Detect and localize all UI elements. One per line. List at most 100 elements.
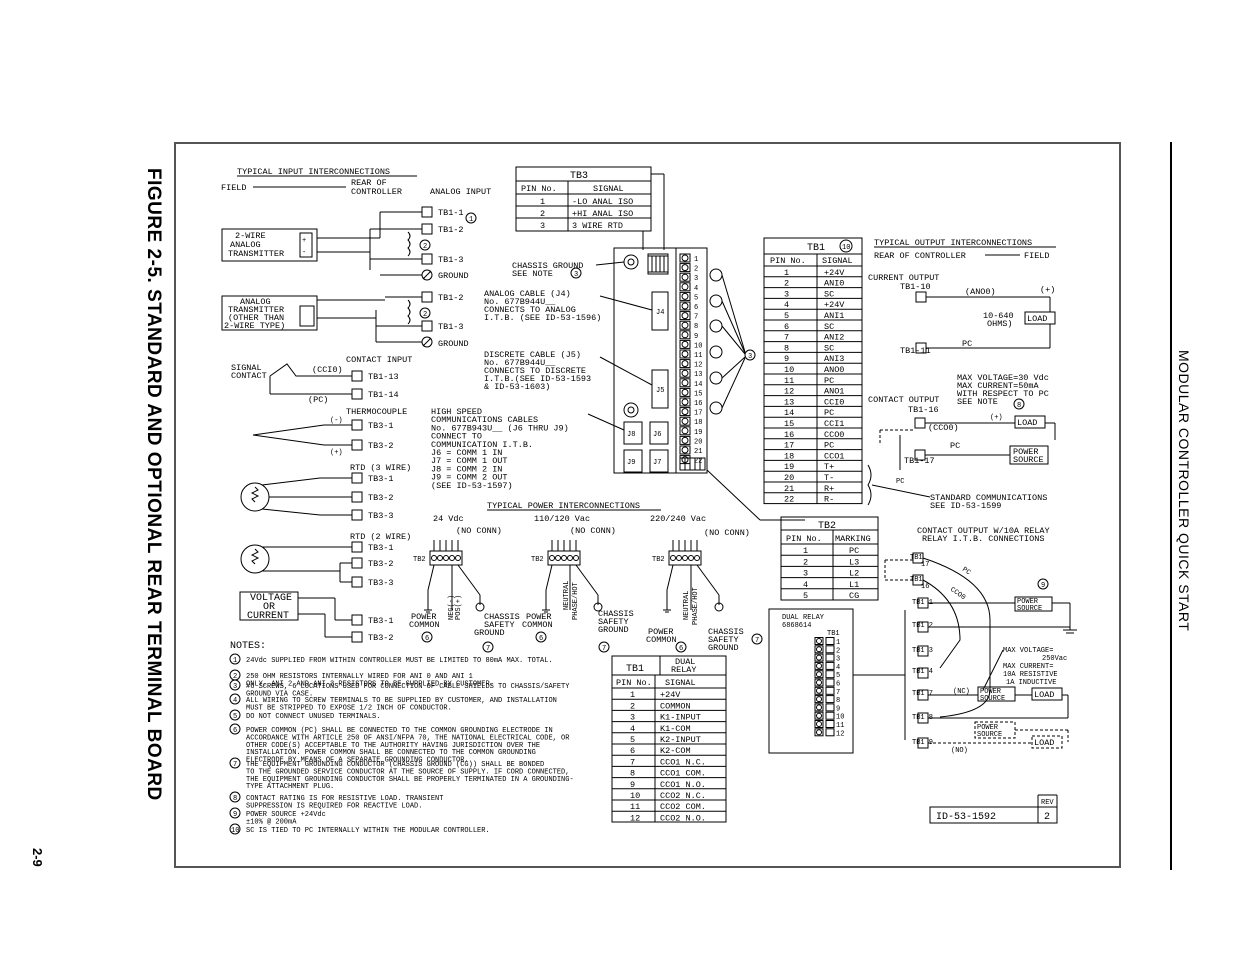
cs2-3: GROUND [598, 625, 629, 635]
tb3-cell: 1 [540, 197, 545, 207]
svg-text:1: 1 [469, 216, 473, 224]
cs1-2: SAFETY [484, 620, 515, 630]
output-heading: TYPICAL OUTPUT INTERCONNECTIONS [874, 238, 1032, 248]
term-b-tb1-3: TB1-3 [438, 322, 464, 332]
v24-label: 24 Vdc [433, 514, 464, 524]
relay-heading-1: CONTACT OUTPUT W/10A RELAY [917, 526, 1050, 536]
term-tc-1: TB3-1 [368, 421, 394, 431]
rear-label-1: REAR OF [351, 178, 387, 188]
tb1-17-label: TB1-17 [904, 456, 935, 466]
input-heading: TYPICAL INPUT INTERCONNECTIONS [237, 167, 390, 177]
output-field: FIELD [1024, 251, 1050, 261]
vc-line2: OR [263, 602, 275, 613]
drawing-id-block: REV ID-53-1592 2 [929, 794, 1058, 824]
analog-input-label: ANALOG INPUT [430, 187, 491, 197]
relay-terminal-number: 3 [836, 656, 840, 664]
tb3-header-signal: SIGNAL [593, 184, 624, 194]
diagram-frame [174, 142, 1121, 868]
relay-ps2-2: SOURCE [980, 695, 1005, 703]
note-text: TYPE ATTACHMENT PLUG. [246, 783, 334, 791]
drawing-rev: 2 [1044, 812, 1050, 823]
note-number: 2 [233, 673, 237, 681]
tb1-pin: 11 [784, 376, 794, 386]
relay-terminal-number: 9 [836, 705, 840, 713]
cs1-3: GROUND [474, 628, 505, 638]
vc-line3: CURRENT [247, 611, 289, 622]
terminal-number: 4 [694, 285, 698, 293]
tb2-pin: 1 [803, 546, 808, 556]
note-number: 8 [233, 795, 237, 803]
svg-text:TB1: TB1 [910, 554, 923, 562]
std-comm-1: STANDARD COMMUNICATIONS [930, 493, 1047, 503]
tb1-signal: ANI3 [824, 354, 844, 364]
note-text: MUST BE STRIPPED TO EXPOSE 1/2 INCH OF C… [246, 704, 452, 712]
tb1-pin: 10 [784, 365, 794, 375]
std-comm-2: SEE ID-53-1599 [930, 501, 1001, 511]
relay-term-3: TB1 3 [912, 647, 933, 655]
terminal-number: 3 [694, 275, 698, 283]
dr-pin: 4 [630, 724, 635, 734]
tb1-signal: R+ [824, 484, 834, 494]
output-rear: REAR OF CONTROLLER [874, 251, 966, 261]
tb2-block-label: TB2 [531, 556, 544, 564]
relay-limit-3: MAX CURRENT= [1003, 663, 1053, 671]
vc-line1: VOLTAGE [250, 593, 292, 604]
svg-text:17: 17 [921, 561, 929, 569]
note-text: ONLY. ANI 2 AND ANI 3 RESISTORS TO BE SU… [246, 680, 494, 688]
t3-line1: ANALOG [240, 297, 271, 307]
wire-label: POS(+) [455, 595, 463, 620]
tb2-header-marking: MARKING [835, 534, 871, 544]
dr-signal: K2-COM [660, 746, 691, 756]
high-speed-line: CONNECT TO [431, 432, 482, 442]
power-heading: TYPICAL POWER INTERCONNECTIONS [487, 501, 640, 511]
limit-2: MAX CURRENT=50mA [957, 381, 1040, 391]
dr-pin: 12 [630, 813, 640, 823]
dr-signal: CCO1 COM. [660, 769, 706, 779]
tb1-signal: PC [824, 376, 834, 386]
cs2-2: SAFETY [598, 617, 629, 627]
relay-term-7: TB1 7 [912, 690, 933, 698]
tb3-header-pin: PIN No. [521, 184, 557, 194]
term-ground: GROUND [438, 271, 469, 281]
tb1-pin: 21 [784, 484, 794, 494]
tb1-pin: 4 [784, 300, 789, 310]
v110-label: 110/120 Vac [534, 514, 590, 524]
relay-ps-1: POWER [1017, 598, 1039, 606]
relay-terminal-number: 7 [836, 689, 840, 697]
terminal-number: 9 [694, 333, 698, 341]
ps-2: SOURCE [1013, 455, 1044, 465]
input-section: TYPICAL INPUT INTERCONNECTIONS FIELD REA… [221, 167, 491, 643]
relay-ps-2: SOURCE [1017, 605, 1042, 613]
dr-sub-2: RELAY [671, 665, 697, 675]
tb1-signal: CCO1 [824, 451, 844, 461]
dr-signal: CCO1 N.O. [660, 780, 706, 790]
high-speed-line: (SEE ID-53-1597) [431, 481, 513, 491]
dr-pin: 2 [630, 701, 635, 711]
svg-text:10: 10 [842, 244, 850, 252]
high-speed-line: J8 = COMM 2 IN [431, 464, 502, 474]
dual-relay-3: TB1 [827, 630, 840, 638]
rear-label-2: CONTROLLER [351, 187, 402, 197]
t3-line3: (OTHER THAN [228, 313, 284, 323]
note-number: 3 [233, 683, 237, 691]
note-text: THE EQUIPMENT GROUNDING CONDUCTOR (CHASS… [246, 761, 544, 769]
term-tb1-14: TB1-14 [368, 390, 399, 400]
cs3-1: CHASSIS [708, 627, 744, 637]
tb1-signal: T- [824, 473, 834, 483]
terminal-number: 22 [694, 458, 702, 466]
term-vc-1: TB3-1 [368, 616, 394, 626]
chassis-ground-label: CHASSIS GROUND [512, 261, 583, 271]
tb1-16-label: TB1-16 [908, 405, 939, 415]
terminal-number: 18 [694, 419, 702, 427]
pc-label-out2: PC [950, 441, 960, 451]
no-conn-3: (NO CONN) [704, 528, 750, 538]
discrete-cable-2: No. 677B944U__ [484, 358, 556, 368]
svg-text:(+): (+) [990, 414, 1003, 422]
tb1-pin: 14 [784, 408, 794, 418]
tb1-signal: T+ [824, 462, 834, 472]
svg-text:7: 7 [486, 645, 490, 653]
dr-signal: CCO1 N.C. [660, 757, 706, 767]
svg-text:7: 7 [602, 645, 606, 653]
rtd3-label: RTD (3 WIRE) [350, 463, 411, 473]
